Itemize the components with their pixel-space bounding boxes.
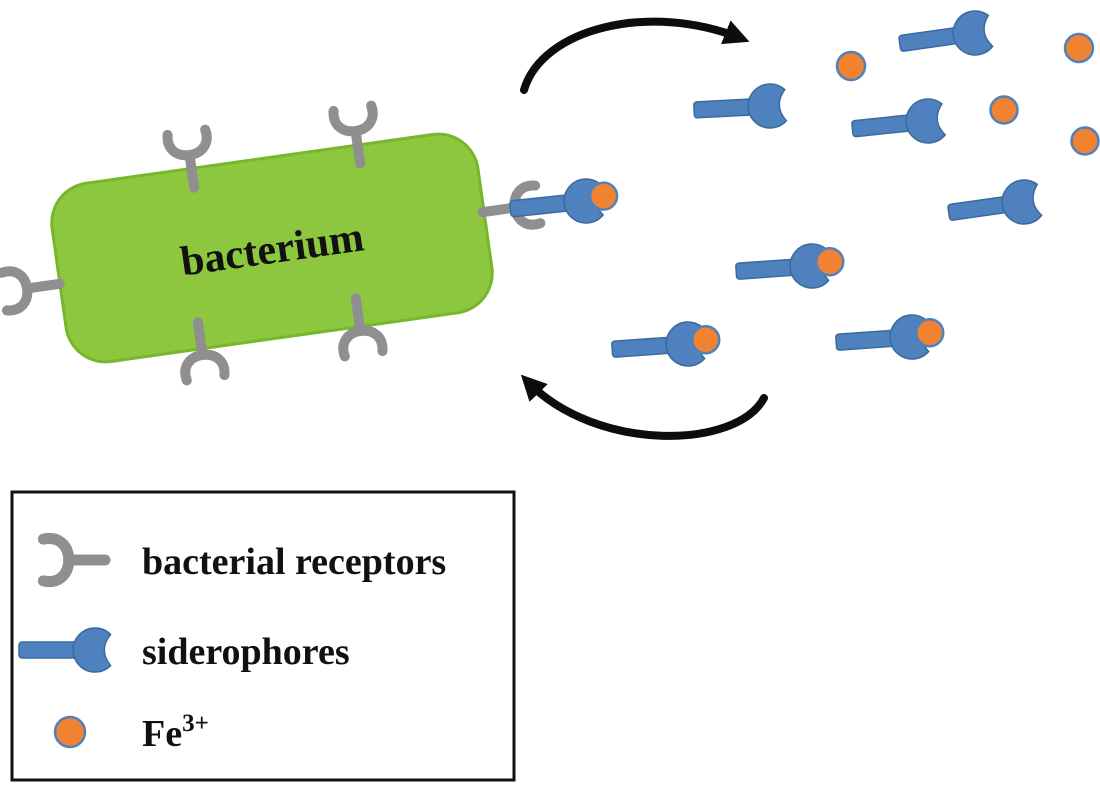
bacterium: bacterium bbox=[50, 132, 494, 364]
legend-label-siderophores: siderophores bbox=[142, 631, 350, 673]
fe-ion-icon bbox=[53, 715, 87, 749]
cycle-arrow-top bbox=[520, 17, 750, 94]
siderophore-icon bbox=[692, 82, 788, 133]
fe-ion-icon bbox=[989, 95, 1019, 125]
cycle-arrow-bottom bbox=[520, 374, 768, 440]
bacterium-body bbox=[50, 132, 494, 364]
legend: bacterial receptors siderophores Fe3+ bbox=[10, 490, 516, 782]
legend-label-fe-ion: Fe3+ bbox=[142, 710, 209, 755]
legend-row-fe-ion: Fe3+ bbox=[53, 710, 209, 755]
legend-row-siderophores: siderophores bbox=[18, 627, 350, 673]
legend-row-bacterial-receptors: bacterial receptors bbox=[43, 538, 446, 583]
fe-ion-icon bbox=[1070, 126, 1100, 156]
fe-ion-icon bbox=[1063, 32, 1095, 64]
siderophore-loaded-icon bbox=[835, 313, 945, 364]
siderophore-icon bbox=[944, 177, 1044, 236]
siderophore-loaded-icon bbox=[735, 242, 845, 293]
bacterial-receptor-icon bbox=[2, 264, 63, 311]
siderophore-icon bbox=[849, 96, 947, 152]
legend-label-bacterial-receptors: bacterial receptors bbox=[142, 541, 446, 583]
fe-label-superscript: 3+ bbox=[182, 710, 209, 737]
fe-ion-icon bbox=[835, 50, 867, 82]
fe-label-base: Fe bbox=[142, 713, 182, 755]
siderophore-icon bbox=[895, 8, 995, 67]
siderophore-loaded-icon bbox=[611, 320, 721, 371]
